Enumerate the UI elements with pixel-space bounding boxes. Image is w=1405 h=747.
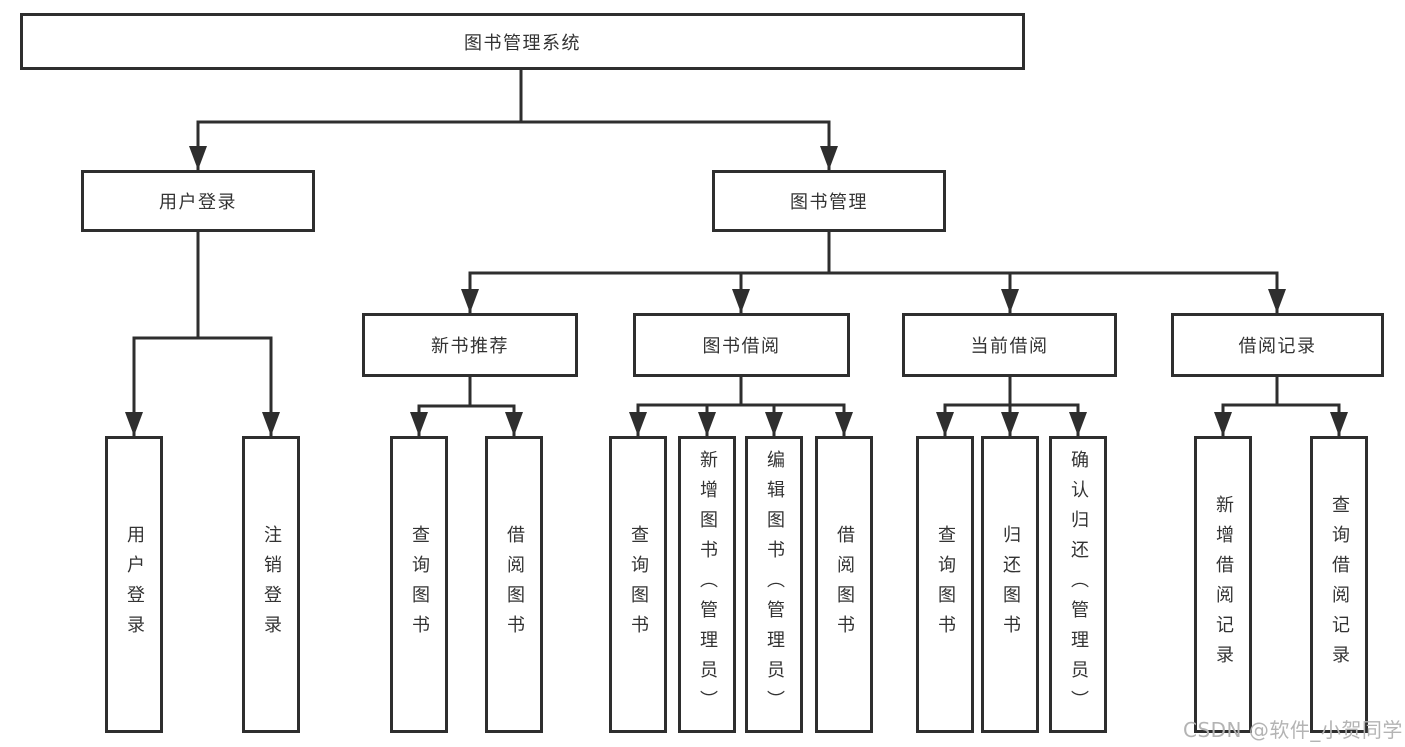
node-label: 图书借阅 <box>702 336 781 357</box>
node-label: 确认归还（管理员） <box>1068 449 1089 720</box>
node-label: 借阅图书 <box>834 524 855 645</box>
node-label: 归还图书 <box>1000 524 1021 645</box>
node-book-borrow: 图书借阅 <box>633 313 850 377</box>
leaf-return-books: 归还图书 <box>981 436 1039 733</box>
node-book-management: 图书管理 <box>712 170 946 232</box>
node-label: 注销登录 <box>261 524 282 645</box>
leaf-edit-books-admin: 编辑图书（管理员） <box>745 436 803 733</box>
node-label: 编辑图书（管理员） <box>764 449 785 720</box>
node-label: 查询图书 <box>628 524 649 645</box>
node-new-book-recommend: 新书推荐 <box>362 313 578 377</box>
leaf-user-login: 用户登录 <box>105 436 163 733</box>
node-label: 当前借阅 <box>970 336 1049 357</box>
node-label: 图书管理 <box>790 192 868 213</box>
leaf-query-borrow-record: 查询借阅记录 <box>1310 436 1368 733</box>
leaf-logout: 注销登录 <box>242 436 300 733</box>
node-label: 图书管理系统 <box>464 32 581 54</box>
node-borrow-records: 借阅记录 <box>1171 313 1384 377</box>
csdn-watermark: CSDN @软件_小贺同学 <box>1183 718 1403 742</box>
leaf-query-books-recommend: 查询图书 <box>390 436 448 733</box>
node-label: 查询图书 <box>935 524 956 645</box>
node-label: 查询借阅记录 <box>1329 494 1350 675</box>
node-root-system: 图书管理系统 <box>20 13 1025 70</box>
node-current-borrow: 当前借阅 <box>902 313 1117 377</box>
leaf-query-books-current: 查询图书 <box>916 436 974 733</box>
node-label: 借阅图书 <box>504 524 525 645</box>
leaf-add-borrow-record: 新增借阅记录 <box>1194 436 1252 733</box>
node-label: 借阅记录 <box>1238 336 1317 357</box>
node-label: 新增图书（管理员） <box>697 449 718 720</box>
leaf-query-books-borrow: 查询图书 <box>609 436 667 733</box>
leaf-borrow-books-recommend: 借阅图书 <box>485 436 543 733</box>
node-label: 查询图书 <box>409 524 430 645</box>
leaf-confirm-return-admin: 确认归还（管理员） <box>1049 436 1107 733</box>
leaf-add-books-admin: 新增图书（管理员） <box>678 436 736 733</box>
node-label: 用户登录 <box>159 192 237 213</box>
node-label: 新增借阅记录 <box>1213 494 1234 675</box>
node-label: 新书推荐 <box>431 336 509 357</box>
node-label: 用户登录 <box>124 524 145 645</box>
leaf-borrow-books: 借阅图书 <box>815 436 873 733</box>
node-user-login: 用户登录 <box>81 170 315 232</box>
